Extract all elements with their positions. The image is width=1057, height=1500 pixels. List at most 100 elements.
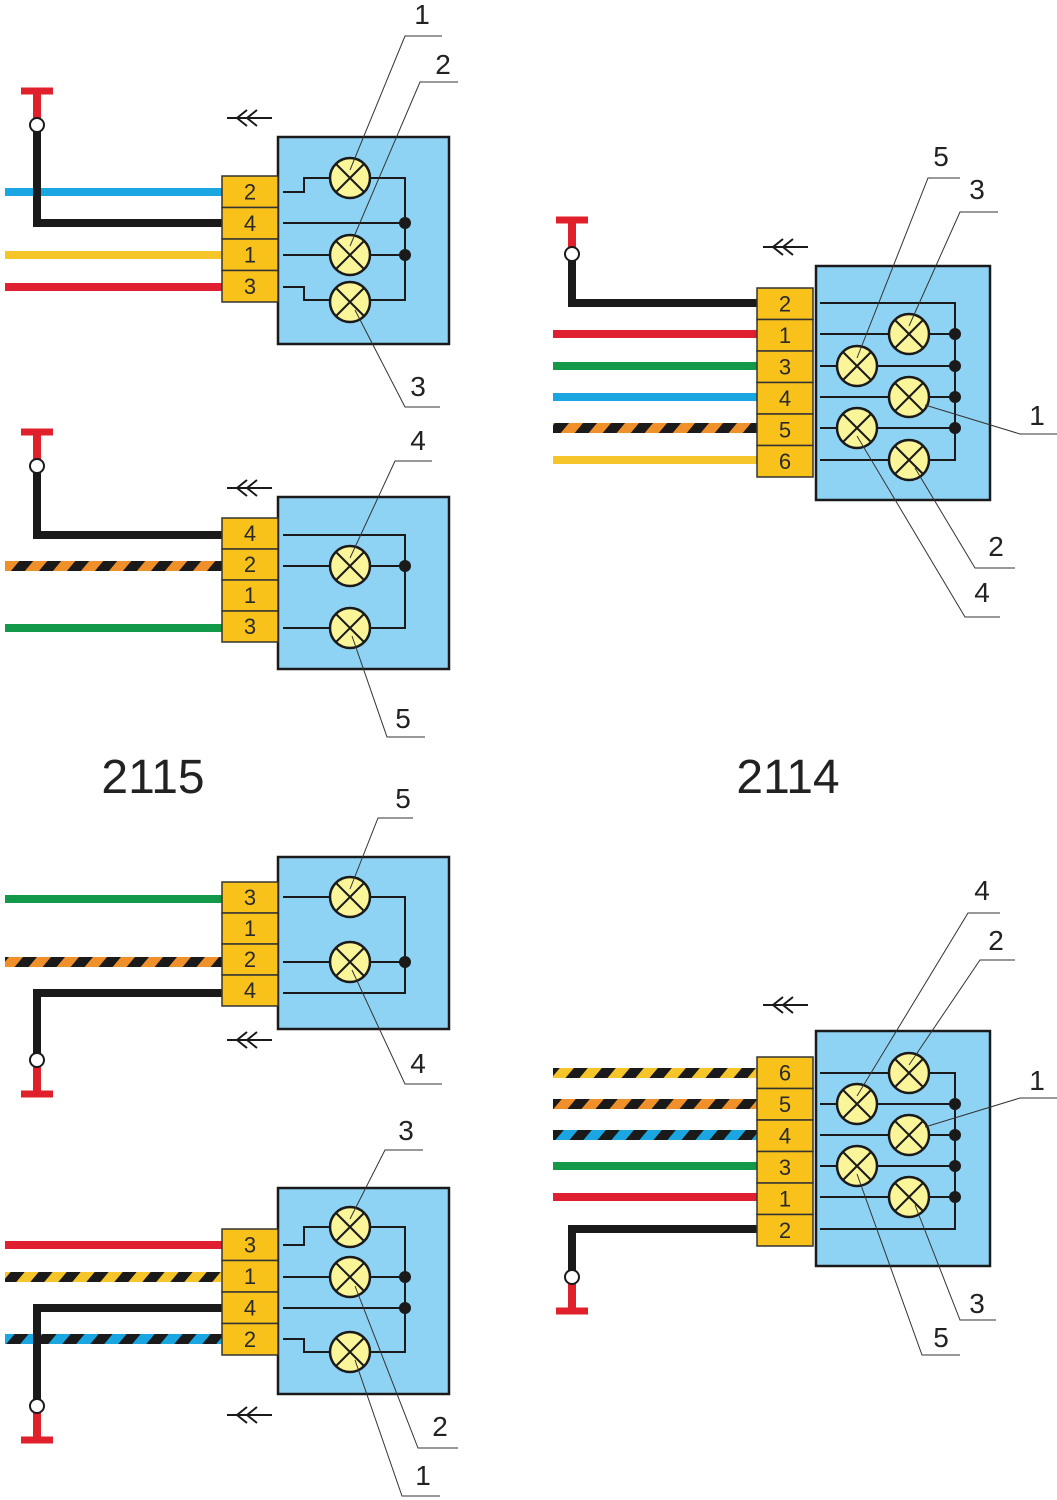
leader-line [914, 467, 1015, 569]
lamp-cross [842, 413, 872, 443]
callout-label: 5 [395, 703, 411, 734]
callout-label: 2 [432, 1411, 448, 1442]
junction-dot [399, 249, 411, 261]
connector-arrow-icon [227, 109, 272, 127]
connector-pin [756, 1213, 814, 1247]
pin-number: 1 [779, 323, 791, 348]
pin-number: 3 [779, 1155, 791, 1180]
pin-number: 1 [779, 1186, 791, 1211]
circuit-line [820, 302, 956, 461]
connector-pin [756, 1087, 814, 1121]
wire-orange-black [5, 957, 222, 967]
callout-label: 1 [414, 0, 430, 30]
wire-black [568, 1225, 757, 1272]
leader-line [354, 309, 440, 408]
leader-line [351, 635, 425, 738]
callout-label: 1 [1029, 400, 1045, 431]
callout-label: 5 [395, 783, 411, 814]
leader-line [354, 1285, 458, 1449]
callout-label: 5 [933, 141, 949, 172]
pin-number: 6 [779, 449, 791, 474]
pin-number: 4 [779, 386, 791, 411]
leader-line [349, 81, 458, 247]
model-label-2115: 2115 [101, 751, 204, 804]
pin-number: 4 [244, 978, 256, 1003]
model-label-2114: 2114 [736, 751, 839, 804]
pin-number: 3 [244, 885, 256, 910]
connector-pin [221, 881, 279, 914]
pin-number: 5 [779, 1092, 791, 1117]
leader-line [908, 211, 998, 327]
connector-pin [221, 548, 279, 581]
connector-pin [221, 517, 279, 550]
callout-label: 3 [410, 371, 426, 402]
circuit-line [820, 333, 955, 429]
junction-dot [399, 1302, 411, 1314]
lamp-cross [894, 319, 924, 349]
leader-line [856, 177, 960, 359]
connector-pin [221, 1322, 279, 1356]
pin-number: 3 [244, 1232, 256, 1257]
callout-label: 4 [410, 1048, 426, 1079]
leader-line [924, 404, 1057, 435]
connector-pin [756, 413, 814, 447]
connector-pin [221, 1259, 279, 1293]
pin-number: 2 [779, 1218, 791, 1243]
wire-blue-black [553, 1130, 757, 1140]
pin-number: 1 [244, 583, 256, 608]
callout-label: 4 [974, 875, 990, 906]
lamp-cross [335, 613, 365, 643]
pin-number: 4 [244, 1295, 256, 1320]
wire-black [33, 470, 222, 539]
connector-pin [221, 206, 279, 240]
leader-line [354, 1359, 440, 1497]
circuit-line [820, 1072, 956, 1230]
connector-pin [221, 974, 279, 1007]
pin-number: 2 [244, 552, 256, 577]
callout-label: 3 [969, 174, 985, 205]
lamp-cross [335, 947, 365, 977]
pin-number: 4 [244, 211, 256, 236]
connector-pin [221, 238, 279, 272]
pin-number: 1 [244, 1264, 256, 1289]
connector-arrow-icon [763, 996, 808, 1014]
callout-label: 2 [988, 531, 1004, 562]
callout-label: 1 [1029, 1065, 1045, 1096]
junction-dot [949, 360, 961, 372]
leader-line [349, 460, 432, 559]
wire-black [33, 989, 222, 1055]
lamp-cross [335, 163, 365, 193]
pin-number: 4 [244, 521, 256, 546]
wire-yellow-black [553, 1068, 757, 1078]
lamp-cross [894, 445, 924, 475]
junction-dot [399, 956, 411, 968]
lamp-cross [335, 287, 365, 317]
pin-number: 2 [244, 179, 256, 204]
ground-terminal [29, 1052, 45, 1068]
pin-number: 3 [779, 354, 791, 379]
connector-pin [756, 381, 814, 415]
callout-label: 3 [969, 1288, 985, 1319]
leader-line [856, 1173, 960, 1356]
junction-dot [949, 422, 961, 434]
junction-dot [949, 1191, 961, 1203]
pin-number: 5 [779, 417, 791, 442]
pin-number: 2 [244, 947, 256, 972]
connector-pin [756, 318, 814, 352]
leader-line [349, 817, 413, 890]
callout-label: 2 [435, 49, 451, 80]
lamp-cross [894, 1058, 924, 1088]
leader-line [351, 969, 442, 1085]
pin-number: 2 [779, 291, 791, 316]
junction-dot [949, 1160, 961, 1172]
callout-label: 1 [415, 1460, 431, 1491]
callout-label: 4 [974, 577, 990, 608]
callout-label: 4 [410, 425, 426, 456]
wire-blue-black [5, 1334, 222, 1344]
